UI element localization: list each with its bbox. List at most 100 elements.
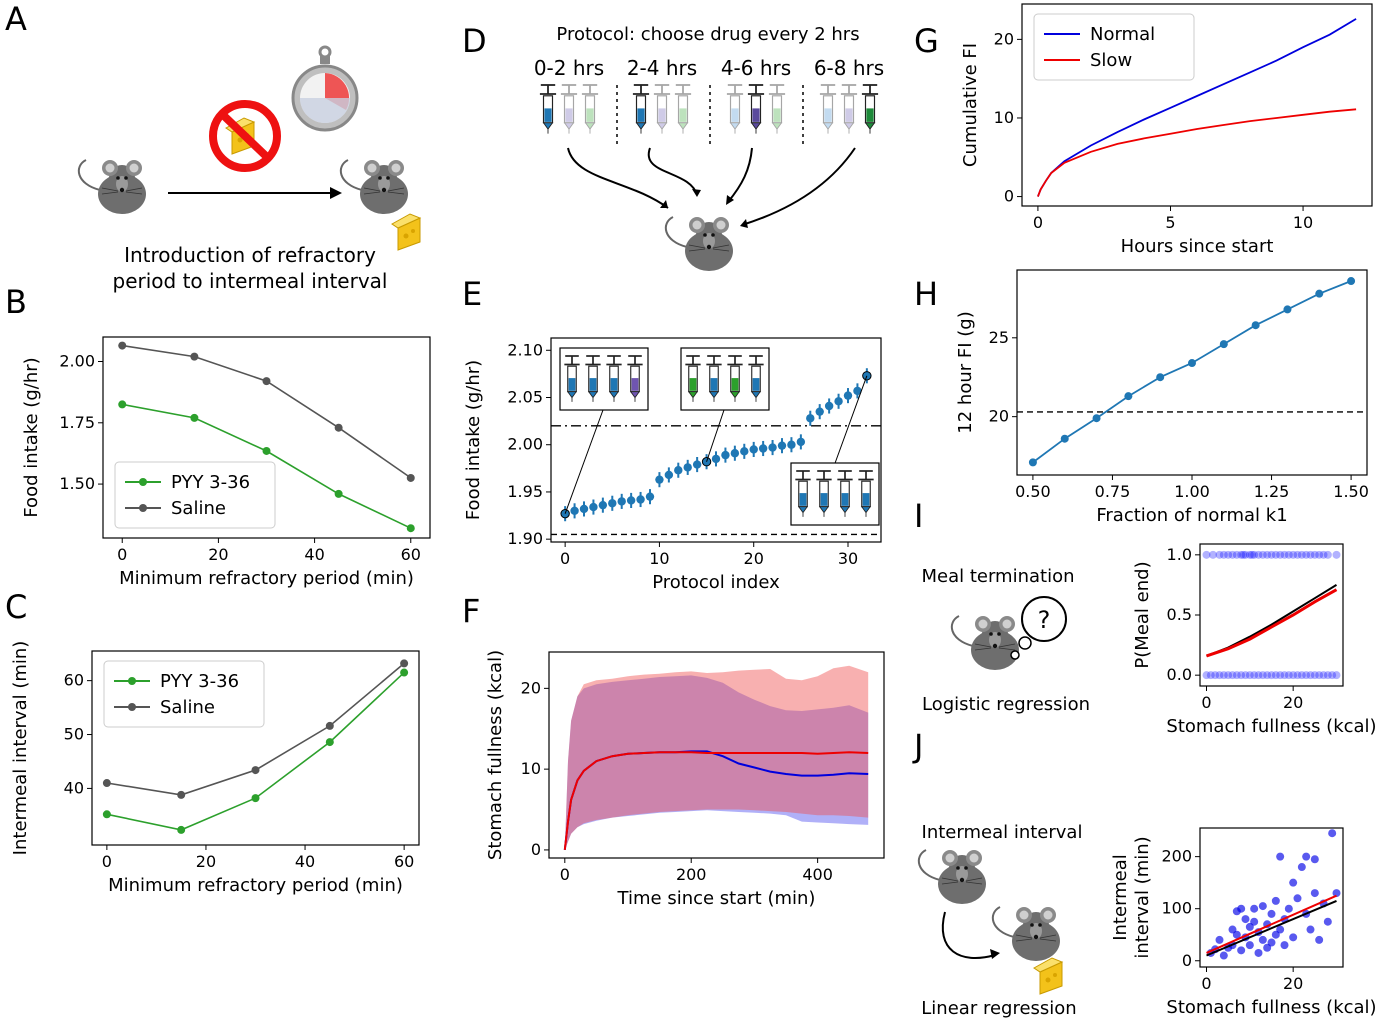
data-point [1254, 550, 1263, 559]
data-point [626, 496, 636, 505]
y-tick-label: 0.0 [1167, 665, 1192, 684]
data-point [1254, 671, 1263, 680]
liquid [841, 493, 849, 506]
data-point [1241, 915, 1250, 924]
liquid [752, 108, 760, 122]
syringe-icon [748, 355, 764, 402]
plot-area [1202, 550, 1341, 680]
y-tick-label: 2.00 [59, 352, 95, 371]
y-axis-label: P(Meal end) [1132, 561, 1153, 668]
fit-line [1206, 899, 1337, 957]
data-point [1276, 852, 1285, 861]
syringe-icon [539, 84, 557, 134]
data-point [1306, 671, 1315, 680]
data-point [1237, 946, 1246, 955]
data-point [1289, 671, 1298, 680]
data-point [711, 454, 721, 464]
syringe-icon [861, 84, 879, 134]
data-point [674, 466, 683, 475]
data-point [1241, 550, 1250, 559]
x-axis-label: Minimum refractory period (min) [108, 875, 403, 896]
axes-frame [1016, 269, 1368, 476]
data-point [1239, 550, 1248, 559]
data-point [721, 450, 730, 460]
data-point [1215, 935, 1224, 944]
data-point [806, 414, 815, 423]
syringe-icon [837, 470, 853, 517]
connector-line [564, 409, 604, 514]
curved-arrow [941, 911, 996, 959]
y-tick-label: 10 [994, 108, 1014, 127]
data-point [1306, 550, 1315, 559]
data-point [1258, 671, 1267, 680]
legend-box [114, 461, 276, 529]
data-point [1276, 925, 1285, 934]
mouse-eating-icon [339, 159, 409, 215]
data-point [1251, 321, 1260, 330]
data-point [406, 473, 415, 482]
data-point [1302, 671, 1311, 680]
y-tick-label: 2.10 [507, 340, 543, 359]
x-tick-label: 0 [560, 865, 570, 884]
data-point [1245, 550, 1254, 559]
fit-line [1206, 894, 1337, 954]
x-tick-label: 30 [838, 549, 858, 568]
syringe-icon [819, 84, 837, 134]
x-axis-label: Stomach fullness (kcal) [1166, 716, 1376, 737]
barrel [677, 95, 689, 124]
liquid [731, 378, 739, 391]
axes-frame [1021, 3, 1373, 207]
syringe-icon [816, 470, 832, 517]
data-point [1250, 550, 1259, 559]
legend-marker [139, 478, 147, 486]
tip [729, 391, 741, 399]
data-point [664, 470, 674, 480]
data-point [1224, 550, 1233, 559]
y-tick-label: 25 [989, 328, 1009, 347]
panel-letter-j: J [912, 727, 923, 765]
y-tick-label: 50 [64, 725, 84, 744]
data-point [262, 377, 271, 386]
syringe-icon [768, 84, 786, 134]
confidence-band [564, 665, 869, 850]
legend-box [103, 660, 265, 728]
syringe-icon [840, 84, 858, 134]
data-point [1245, 671, 1254, 680]
data-point [406, 524, 415, 533]
data-point [1276, 550, 1285, 559]
data-point [400, 668, 409, 677]
fit-curve [1206, 584, 1338, 657]
data-point [787, 440, 796, 449]
panel-letter-e: E [462, 275, 482, 313]
data-point [1332, 889, 1341, 898]
x-tick-label: 0.75 [1095, 482, 1131, 501]
confidence-band [564, 675, 869, 850]
data-point [1323, 671, 1332, 680]
syringe-icon [726, 84, 744, 134]
data-point [118, 400, 127, 409]
plot-area [1037, 18, 1357, 197]
data-point [796, 437, 806, 447]
syringe-icon [747, 84, 765, 134]
data-point [102, 779, 111, 788]
y-tick-label: 1.95 [507, 482, 543, 501]
panel-a-illustration: Introduction of refractory period to int… [77, 45, 421, 293]
caption-line-2: period to intermeal interval [113, 269, 388, 293]
y-tick-label: 20 [994, 29, 1014, 48]
data-point [1284, 550, 1293, 559]
syringe-inset [680, 347, 770, 462]
data-point [655, 475, 664, 484]
tip [629, 391, 641, 399]
mouse-icon [77, 159, 147, 215]
axes-frame [550, 337, 882, 543]
x-tick-label: 0 [117, 545, 127, 564]
syringe-inset [559, 347, 649, 514]
plot-area [551, 368, 881, 536]
data-point [1267, 909, 1276, 918]
x-tick-label: 20 [744, 549, 764, 568]
liquid [658, 108, 666, 122]
liquid [820, 493, 828, 506]
